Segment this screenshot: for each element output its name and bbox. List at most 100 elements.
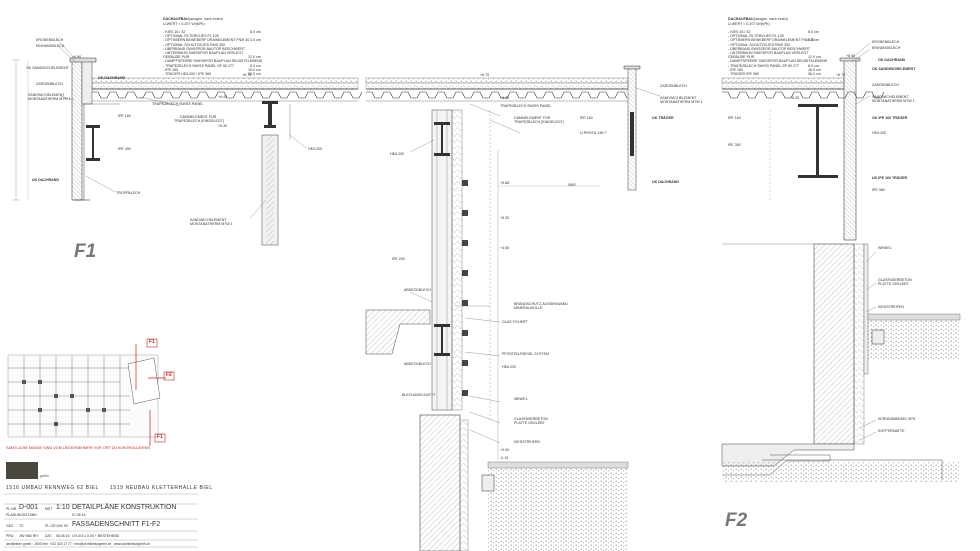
label-abdeckblech-lower: ABDECKBLECH <box>404 362 431 366</box>
label-trapezblech: TRAPEZBLECH SWISS PANEL <box>152 102 204 106</box>
label-ok-ipe: OK IPE 160 TRÄGER <box>872 116 908 120</box>
scale-label: MST <box>45 507 53 511</box>
scale: 1:10 <box>56 504 70 511</box>
level-marker: +6.30 <box>218 124 228 128</box>
office-footer: architekten gmbh · 2500 biel · 032 323 1… <box>6 542 151 546</box>
label-blechanschluss: BLECHANSCHLETT <box>402 393 436 397</box>
plan-nr-label: PL.NR. <box>6 507 18 511</box>
label-brandschutz: BRANDSCHUTZ-AUSSENWAND <box>514 302 568 306</box>
level-marker: +4.55 <box>500 246 510 250</box>
level-marker: +0.00 <box>500 448 510 452</box>
label-ok-dachrand: OK DACHRAND <box>98 76 126 80</box>
label-uk-dachrand: UK DACHRAND <box>32 178 59 182</box>
roof-layer: - IPE 160 <box>163 67 178 72</box>
roof-layer: - OPTIONAL FILTERVLIES PL 105 <box>728 34 784 39</box>
dimension-label: SMS <box>568 183 576 187</box>
label-ok-sandwich: OK SANDWICHELEMENT <box>26 66 69 70</box>
level-marker: +6.90 <box>846 54 856 58</box>
label-pfosten-riegel: PFOSTEN-RIEGEL SYSTEM <box>502 352 549 356</box>
label-kronenblech: KRONENBLECH <box>872 40 900 44</box>
label-ipe-160: IPE 160 <box>728 116 741 120</box>
measure-warning: SÄMTLICHE MASSE SIND VOM UNTERNEHMER VOR… <box>6 446 150 450</box>
label-glasfaserbeton: GLASFASERBETON <box>878 278 912 282</box>
plan-size: 109/ 90 <box>56 524 68 528</box>
roof-layer: GEBÄUDE PUR <box>163 55 190 60</box>
planungsstand-label: PLANUNGSSTAND <box>6 513 37 517</box>
label-einhangblech: EINHANGBLECH <box>36 44 65 48</box>
label-sandwich: SANDWICHELEMENT <box>872 95 909 99</box>
label-hea-200-lower: HEA 200 <box>502 365 517 369</box>
label-kiesstreifen: KIESSTREIFEN <box>514 440 540 444</box>
roof-layer: - DAMPFSPERRE SWISSPOR BAUPLAN SELBSTKLE… <box>163 59 263 64</box>
roof-build-up-note: (ausgen. nach innen) <box>189 17 223 21</box>
label-daemmelement-note: TRAPEZBLECH (EINGELEGT) <box>514 120 565 124</box>
title-block-frame <box>4 493 198 548</box>
detail-f1-left <box>12 39 363 246</box>
roof-layer: - OPTIONAL SCHUTZVLIES RMS 300 <box>728 42 790 47</box>
roof-layer: - KIES 16 / 32 <box>163 30 186 34</box>
label-daemmelement-note: TRAPEZBLECH (EINGELEGT) <box>174 119 225 123</box>
roof-u-value: U-WERT = 0.207 W/(M²K) <box>163 22 205 26</box>
level-marker: -0.15 <box>500 456 509 460</box>
roof-layer: - UNTERBAHN SWISSPOR BAUPLAN VERLEGT <box>728 51 809 56</box>
roof-layer: - TRAPEZBLECH SWISS PANEL SP 80 277 <box>163 63 234 68</box>
project-right: 1519 NEUBAU KLETTERHALLE BIEL <box>110 485 213 491</box>
roof-layer: - TRAPEZBLECH SWISS PANEL SP 80 277 <box>728 63 799 68</box>
level-marker: +6.45 <box>500 96 510 100</box>
detail-f2-right <box>721 42 961 482</box>
planungsstand-date: 07.06.16 <box>72 513 86 517</box>
label-uk-dachrand: UK DACHRAND <box>652 180 679 184</box>
label-koffermatte: KOFFERMATTE <box>878 429 905 433</box>
label-sandwich-type: MONTANATHERM MTW 1 <box>28 97 71 101</box>
label-glas: GLAS FOLIERT <box>502 320 528 324</box>
roof-layer-thickness: 8.0 cm <box>250 30 261 34</box>
office-logo <box>6 462 38 479</box>
label-ipe-400: IPE 400 <box>118 147 131 151</box>
section-label-f1: F1 <box>74 241 97 262</box>
keyplan-marker-f1: F1 <box>149 339 155 345</box>
roof-layer: - ÜBERBAND SWISSPOR BAUTOP BESCHWERT <box>728 46 811 51</box>
label-sandwich-type: MONTANATHERM MTW 1 <box>660 100 703 104</box>
section-label-f2: F2 <box>725 510 748 531</box>
label-tropfblech: TROPFBLECH <box>116 191 141 195</box>
label-einhangblech: EINHANGBLECH <box>872 46 901 50</box>
drawn-by-label: GEZ. <box>6 524 15 528</box>
label-ipe-200: IPE 200 <box>392 257 405 261</box>
label-ok-traeger: OK TRÄGER <box>652 116 674 120</box>
plan-title: DETAILPLÄNE KONSTRUKTION <box>72 504 177 511</box>
roof-layer-thickness: 12.0 cm <box>808 55 821 60</box>
label-sandwich: SANDWICHELEMENT <box>28 93 65 97</box>
label-zargenblech: ZARGENBLECH <box>660 84 687 88</box>
label-glasfaserbeton-note: PLATTE GEKLEBT <box>878 282 909 286</box>
roof-layer: - IPE 160 <box>728 67 743 72</box>
level-marker: +5.88 <box>500 181 510 185</box>
level-marker: +6.75 <box>836 73 846 77</box>
roof-build-up-note: (ausgen. nach innen) <box>754 17 788 21</box>
coordinate-reference: CH-0/3 u 0.00 + BESTEHEND <box>72 534 120 538</box>
checked-by-label: PRÜ. <box>6 534 15 538</box>
plan-number: D-001 <box>19 504 39 511</box>
label-zargenblech: ZARGENBLECH <box>872 83 899 87</box>
label-ok-sandwich: OK SANDWICHELEMENT <box>872 67 916 71</box>
project-left: 1516 UMBAU RENNWEG 62 BIEL <box>6 485 99 491</box>
keyplan <box>7 338 175 446</box>
roof-layer: - OPTIONAL FILTERVLIES PL 105 <box>163 34 219 39</box>
label-daemmelement: DÄMMELEMENT FÜR <box>514 116 551 120</box>
keyplan-marker-f2: F2 <box>166 372 172 378</box>
label-winkel: WINKEL <box>878 246 892 250</box>
plan-size-label: PL.GR. <box>45 524 57 528</box>
roof-layer: - TRÄGER HEA 200 / IPE 360 <box>163 72 212 77</box>
office-suffix: gmbh <box>40 474 49 478</box>
label-trapezblech: TRAPEZBLECH SWISS PANEL <box>500 104 552 108</box>
roof-layer: - OPTIONAL SCHUTZVLIES RMS 300 <box>163 42 225 47</box>
roof-layer-thickness: 36.0 cm <box>808 72 821 77</box>
roof-layer-thickness: 8.0 cm <box>250 63 261 68</box>
roof-layer-thickness: 3.0 cm <box>808 38 819 43</box>
label-glasfaserbeton: GLASFASERBETON <box>514 417 548 421</box>
label-kronenblech: KRONENBLECH <box>36 38 64 42</box>
roof-layer: - KIES 16 / 32 <box>728 30 751 34</box>
level-marker: +6.45 <box>218 95 228 99</box>
date-label: DAT. <box>45 534 53 538</box>
detail-f1-middle <box>365 65 661 551</box>
roof-layer-thickness: 8.0 cm <box>808 30 819 34</box>
